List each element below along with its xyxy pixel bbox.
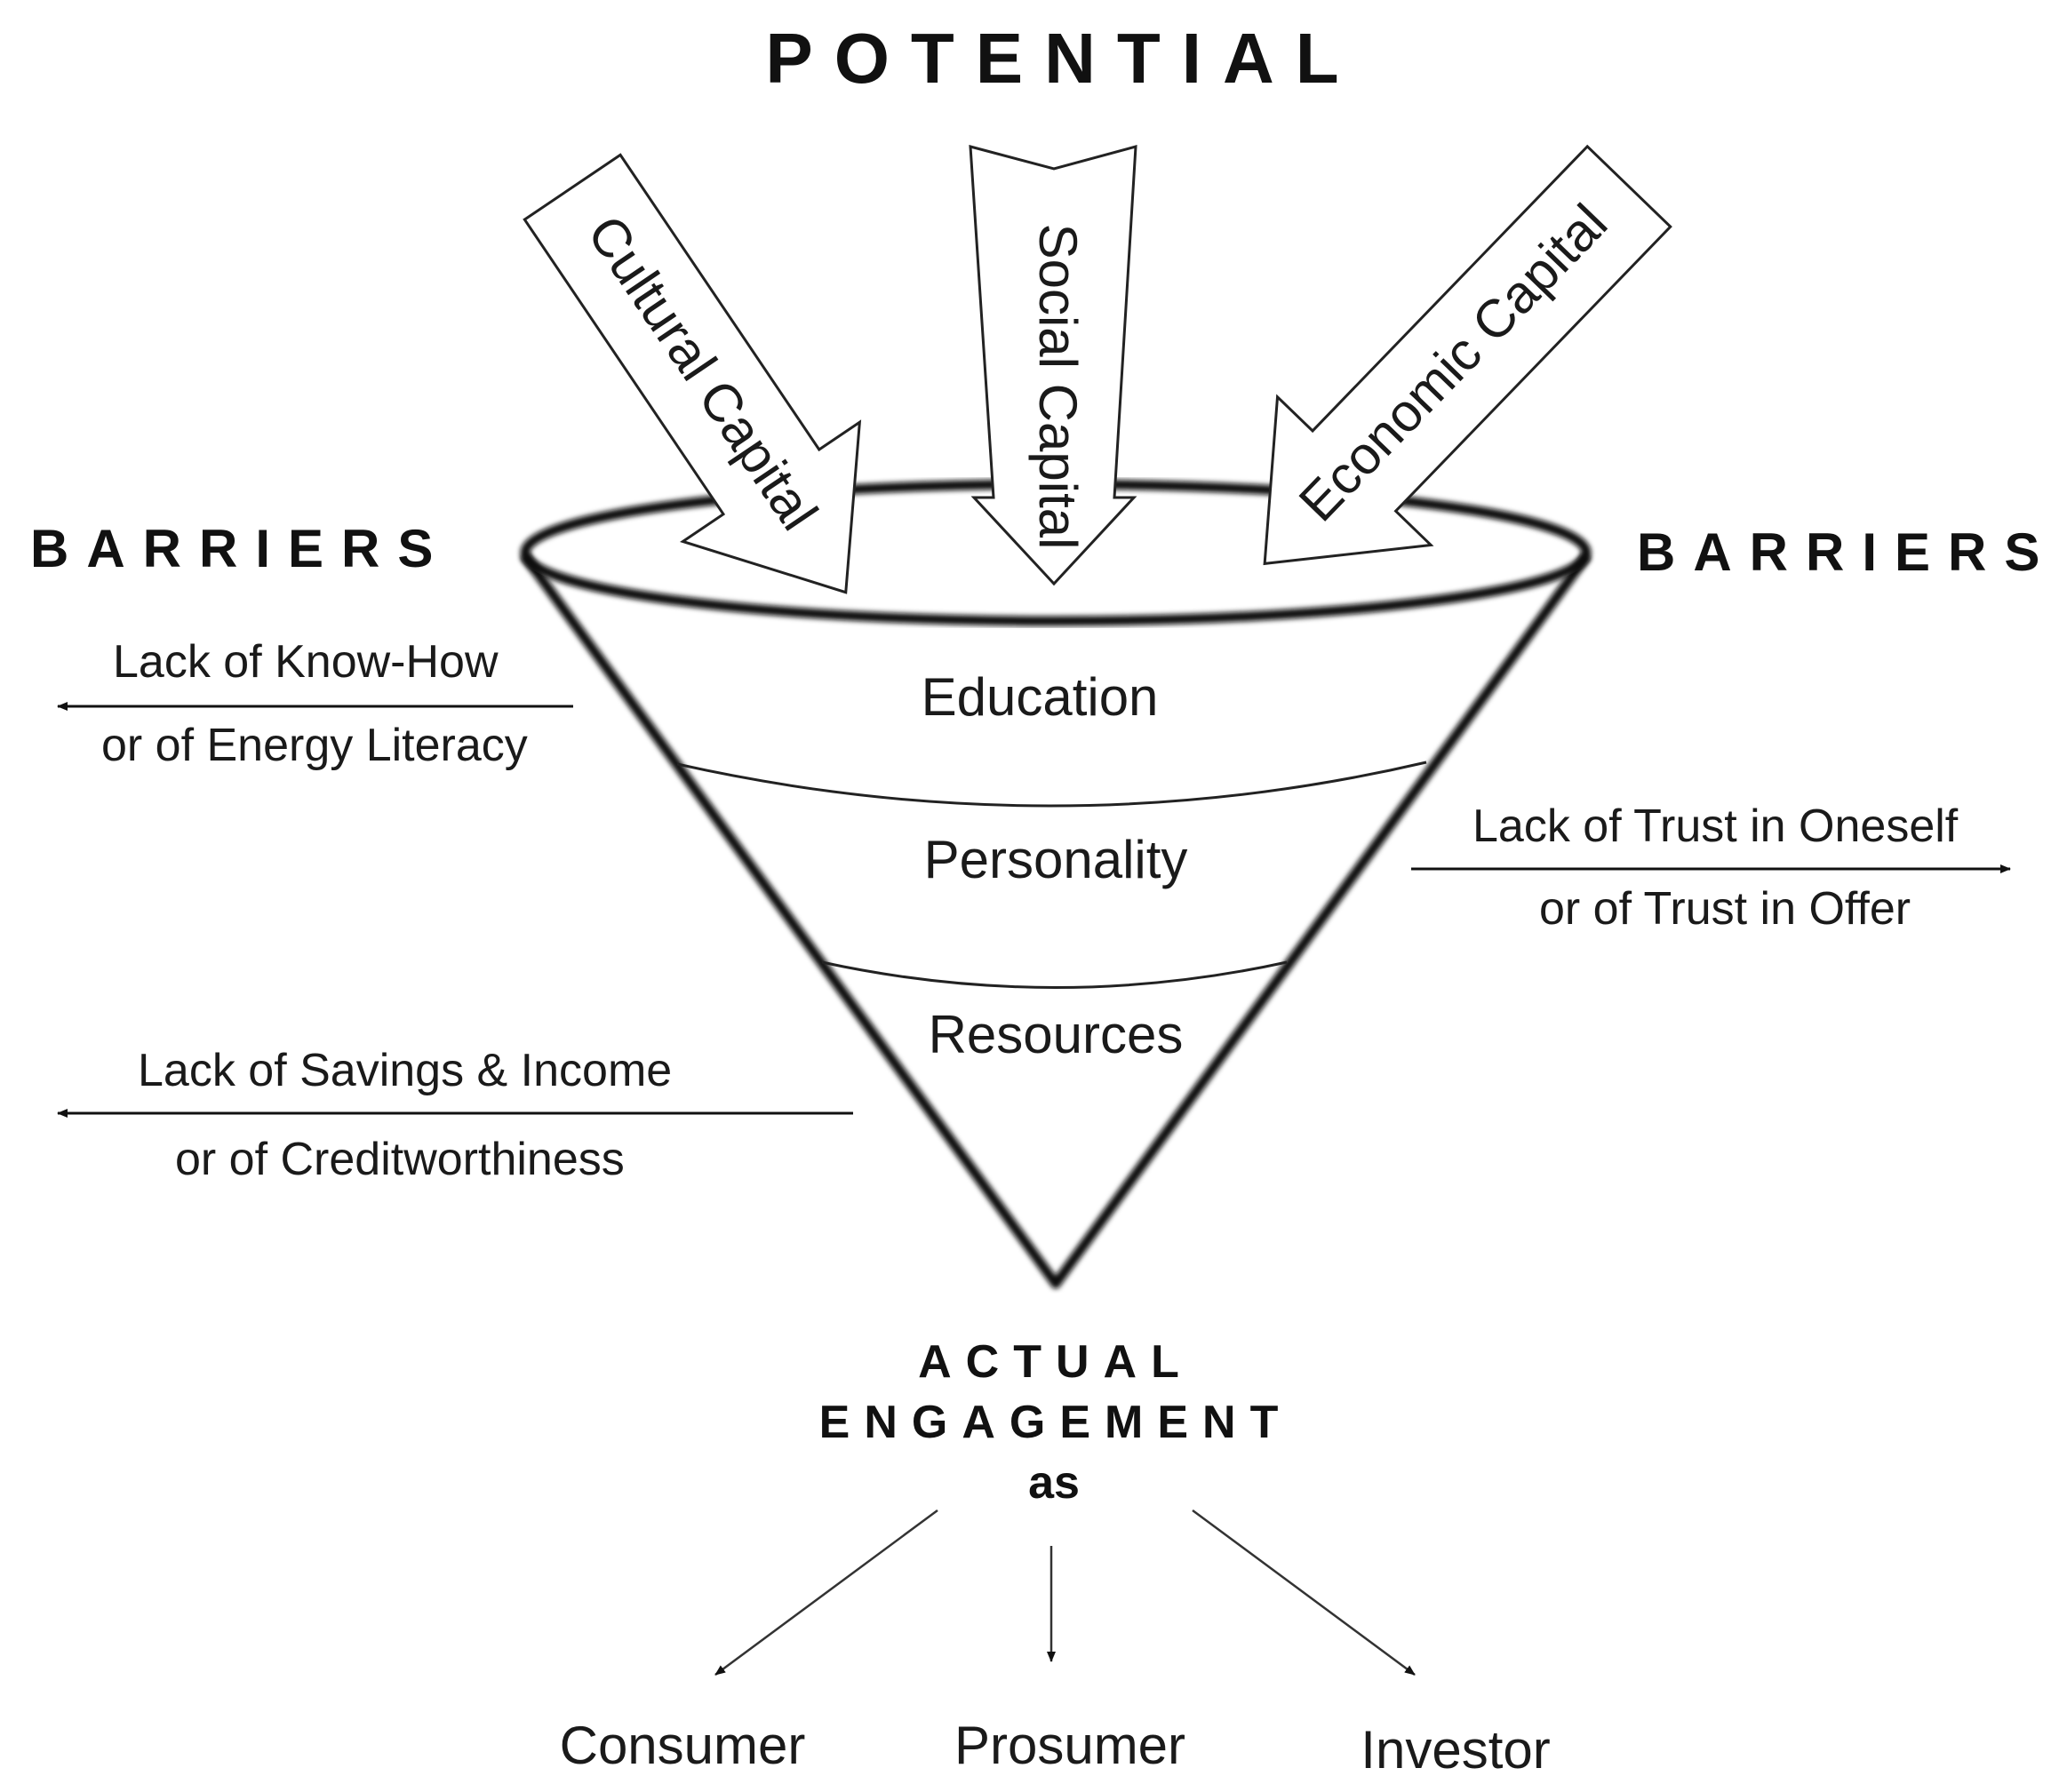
funnel-level-resources: Resources bbox=[929, 1005, 1184, 1064]
engagement-line1: ACTUAL bbox=[918, 1336, 1193, 1388]
outcome-investor: Investor bbox=[1361, 1720, 1550, 1780]
cultural-capital-label: Cultural Capital bbox=[576, 205, 829, 541]
barrier-trust: Lack of Trust in Oneself or of Trust in … bbox=[1411, 800, 2011, 935]
barriers-heading-right: BARRIERS bbox=[1637, 522, 2057, 582]
funnel-cone-outline bbox=[520, 552, 1592, 1289]
funnel-divider-upper bbox=[676, 761, 1427, 808]
social-capital-label: Social Capital bbox=[1028, 224, 1088, 550]
outcome-consumer: Consumer bbox=[560, 1716, 806, 1775]
funnel-divider-lower bbox=[821, 960, 1288, 989]
investor-arrow bbox=[1192, 1509, 1416, 1677]
outcome-prosumer: Prosumer bbox=[954, 1716, 1185, 1775]
engagement-line2: ENGAGEMENT bbox=[819, 1397, 1293, 1448]
barrier-savings-line2: or of Creditworthiness bbox=[175, 1134, 625, 1185]
potential-title: POTENTIAL bbox=[765, 19, 1360, 98]
barriers-heading-left: BARRIERS bbox=[30, 519, 451, 578]
actual-engagement: ACTUAL ENGAGEMENT as bbox=[819, 1336, 1293, 1509]
engagement-line3: as bbox=[1028, 1457, 1080, 1509]
barrier-know-how-line1: Lack of Know-How bbox=[113, 636, 499, 688]
social-capital-arrow: Social Capital bbox=[969, 145, 1137, 586]
funnel-level-education: Education bbox=[922, 667, 1159, 727]
barrier-trust-line2: or of Trust in Offer bbox=[1539, 883, 1911, 935]
social-capital-arrow-shape bbox=[969, 145, 1137, 586]
economic-capital-label: Economic Capital bbox=[1288, 193, 1619, 532]
barrier-savings-line1: Lack of Savings & Income bbox=[138, 1045, 672, 1096]
economic-capital-arrow-shape bbox=[1263, 144, 1672, 566]
cultural-capital-arrow-shape bbox=[523, 153, 862, 594]
barrier-know-how-line2: or of Energy Literacy bbox=[101, 720, 528, 771]
funnel-level-personality: Personality bbox=[924, 830, 1188, 889]
consumer-arrow bbox=[714, 1509, 938, 1677]
barrier-savings: Lack of Savings & Income or of Creditwor… bbox=[57, 1045, 853, 1185]
barrier-trust-line1: Lack of Trust in Oneself bbox=[1472, 800, 1959, 852]
economic-capital-arrow: Economic Capital bbox=[1263, 144, 1672, 566]
barrier-know-how: Lack of Know-How or of Energy Literacy bbox=[57, 636, 573, 771]
